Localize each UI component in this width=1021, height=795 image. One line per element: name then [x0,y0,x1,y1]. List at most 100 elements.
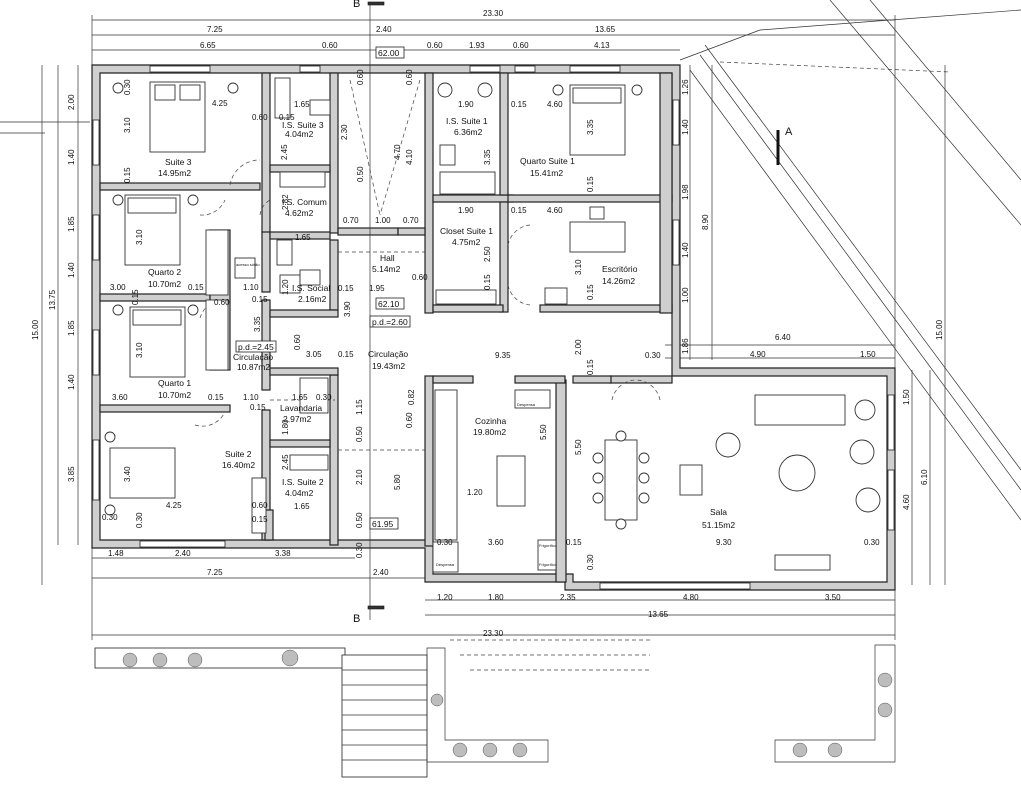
small-notes: acesso sótão Despensa Frigorífico Frigor… [236,262,558,567]
room-name-quarto2: Quarto 2 [148,267,181,277]
note-acesso: acesso sótão [236,262,260,267]
dim-bot-a: 1.48 [108,549,124,558]
dim-i-190a: 1.90 [458,100,474,109]
room-name-hall: Hall [380,253,395,263]
room-area-circulacao-a: 10.87m2 [237,362,270,372]
dim-i-015o: 0.15 [250,403,266,412]
dim-i-115: 1.15 [355,399,364,415]
dim-i-030f: 0.30 [437,538,453,547]
room-area-suite3: 14.95m2 [158,168,191,178]
note-frigorifico1: Frigorífico [539,543,558,548]
dim-left-f: 1.40 [67,374,76,390]
dim-right-g: 1.40 [681,242,690,258]
dim-i-410: 4.10 [405,149,414,165]
room-area-cozinha: 19.80m2 [473,427,506,437]
dim-right-a: 8.90 [701,214,710,230]
dim-i-110a: 1.10 [243,283,259,292]
dims-interior: 4.25 3.10 0.30 0.15 0.60 1.65 0.15 2.30 … [102,69,880,570]
dim-i-425b: 4.25 [166,501,182,510]
dim-i-195: 1.95 [369,284,385,293]
room-name-cozinha: Cozinha [475,416,506,426]
room-name-is-suite3: I.S. Suite 3 [282,120,324,130]
room-name-suite3: Suite 3 [165,157,192,167]
dim-bot-c: 3.38 [275,549,291,558]
dim-i-030i: 0.30 [586,554,595,570]
dim-bot-i: 4.80 [683,593,699,602]
dim-i-310d: 3.10 [135,342,144,358]
dim-left-d: 1.40 [67,262,76,278]
dim-i-015n: 0.15 [208,393,224,402]
dim-top-right: 13.65 [595,25,616,34]
dim-i-335b: 3.35 [483,149,492,165]
dim-i-050b: 0.50 [355,426,364,442]
dim-i-060e: 0.60 [214,298,230,307]
dim-i-060h: 0.60 [252,501,268,510]
room-area-is-suite1: 6.36m2 [454,127,483,137]
dim-bot-j: 3.50 [825,593,841,602]
dim-i-150: 1.50 [860,350,876,359]
room-area-suite2: 16.40m2 [222,460,255,470]
section-b-bottom: B [353,613,360,625]
dim-i-360b: 3.60 [488,538,504,547]
dim-i-165b: 1.65 [295,233,311,242]
dim-right-e: 1.40 [681,119,690,135]
dim-i-015a: 0.15 [123,167,132,183]
dim-i-425a: 4.25 [212,99,228,108]
dim-i-060b: 0.60 [356,69,365,85]
dim-i-460b: 4.60 [547,206,563,215]
level-62-10: 62.10 [378,299,400,309]
dim-i-165a: 1.65 [294,100,310,109]
dim-i-060c: 0.60 [405,69,414,85]
dim-i-200: 2.00 [574,339,583,355]
room-name-quarto-suite1: Quarto Suite 1 [520,156,575,166]
dim-i-310b: 3.10 [135,229,144,245]
dim-left-e: 1.85 [67,320,76,336]
note-frigorifico2: Frigorífico [539,562,558,567]
dim-i-015i: 0.15 [483,274,492,290]
dims-right: 15.00 8.90 6.10 4.60 1.26 1.40 1.98 1.40… [681,79,944,510]
dim-i-015e: 0.15 [511,206,527,215]
level-markers: 62.00 62.10 p.d.=2.60 p.d.=2.45 61.95 [235,46,411,530]
dim-i-120b: 1.20 [467,488,483,497]
dim-i-245b: 2.45 [281,454,290,470]
dim-left-c: 1.85 [67,216,76,232]
windows [92,65,895,590]
note-despensa: Despensa [517,402,536,407]
dim-i-030e: 0.30 [135,512,144,528]
dim-right-h: 1.00 [681,287,690,303]
room-name-closet-suite1: Closet Suite 1 [440,226,493,236]
dim-i-310c: 3.10 [574,259,583,275]
room-name-is-social: I.S. Social [292,283,330,293]
dim-i-015m: 0.15 [586,359,595,375]
dim-i-030a: 0.30 [123,79,132,95]
dim-i-180: 1.80 [281,419,290,435]
dim-i-030c: 0.30 [316,393,332,402]
room-area-lavandaria: 2.97m2 [283,414,312,424]
dim-i-030g: 0.30 [864,538,880,547]
dim-right-b: 6.10 [920,469,929,485]
pd-2-45: p.d.=2.45 [238,342,274,352]
dim-i-335c: 3.35 [253,316,262,332]
dim-i-015b: 0.15 [279,113,295,122]
dim-i-015k: 0.15 [131,289,140,305]
dim-i-050c: 0.50 [355,512,364,528]
room-name-escritorio: Escritório [602,264,638,274]
note-despensa2: Despensa [436,562,455,567]
dim-i-110b: 1.10 [243,393,259,402]
level-61-95: 61.95 [372,519,394,529]
dim-bot-k: 13.65 [648,610,669,619]
dim-i-070b: 0.70 [403,216,419,225]
desk-escritorio [569,221,626,253]
dim-i-640: 6.40 [775,333,791,342]
terrace [94,639,896,778]
dim-left-b: 1.40 [67,149,76,165]
dim-right-d: 1.26 [681,79,690,95]
dim-i-230: 2.30 [340,124,349,140]
dim-top-left: 7.25 [207,25,223,34]
room-area-is-suite3: 4.04m2 [285,129,314,139]
room-area-is-suite2: 4.04m2 [285,488,314,498]
dim-right-overall: 15.00 [935,319,944,340]
room-area-sala: 51.15m2 [702,520,735,530]
dining-table [604,439,638,521]
